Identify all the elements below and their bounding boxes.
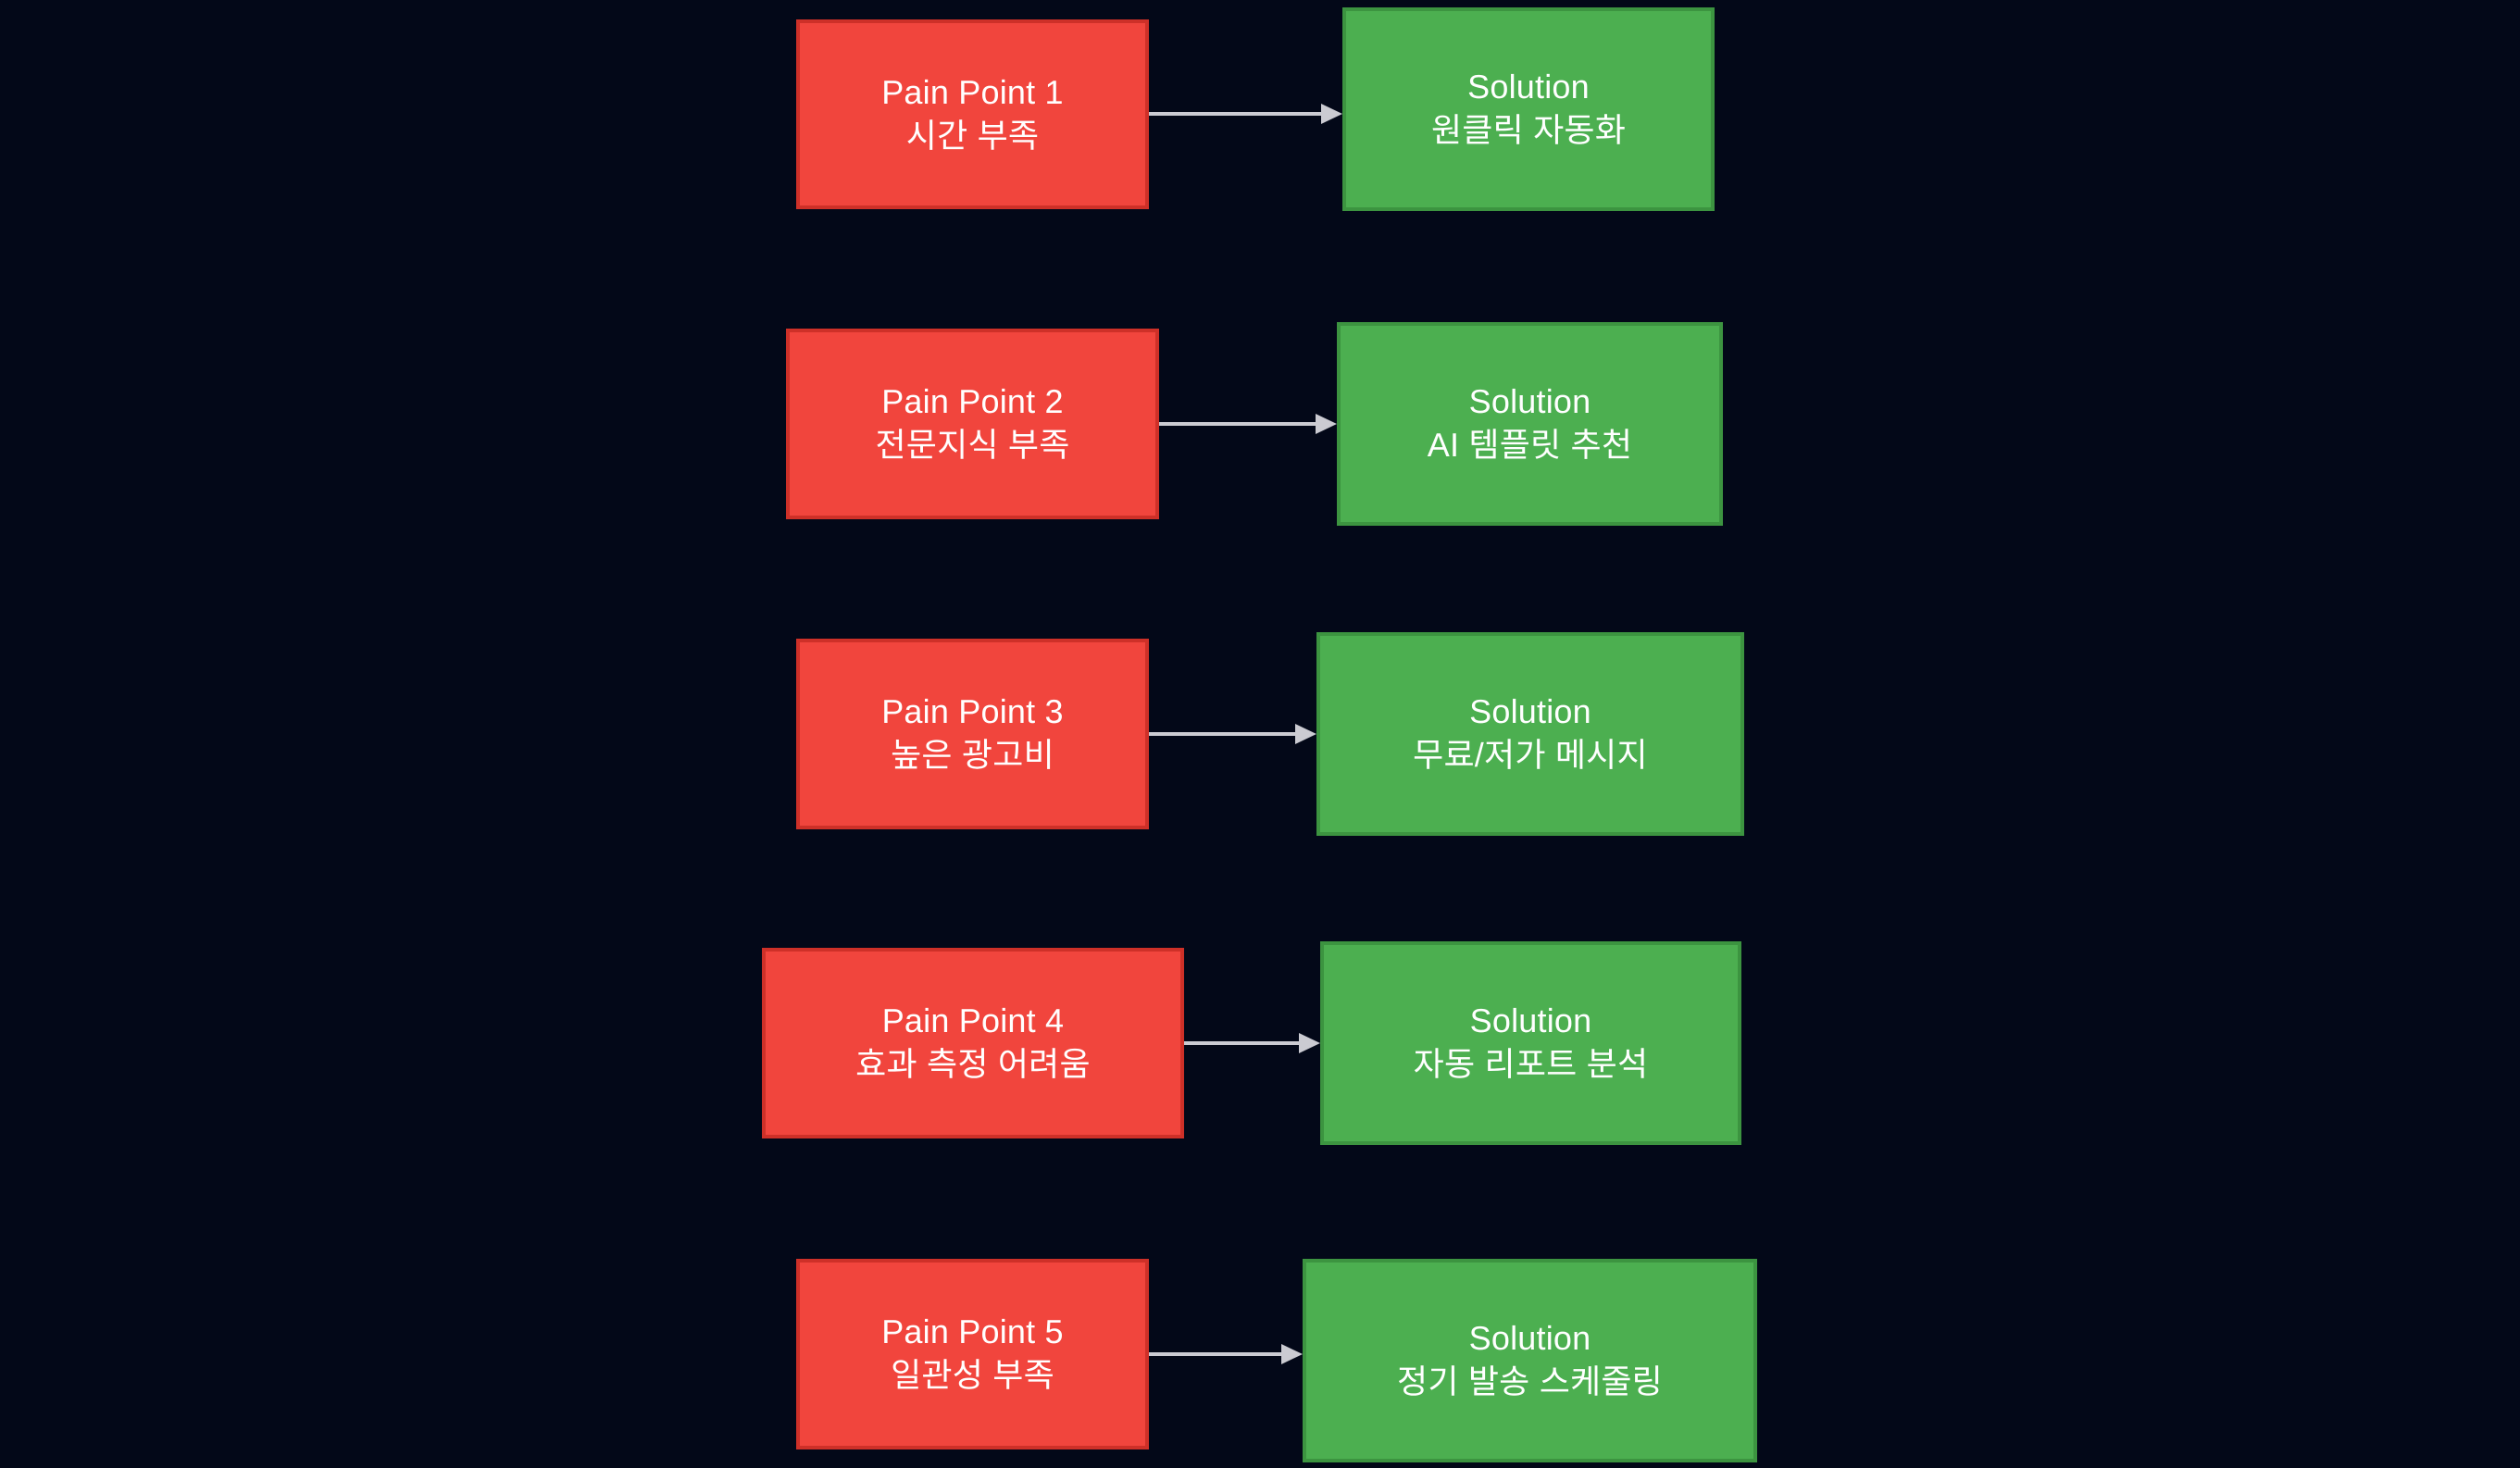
solution-node-5-detail: 정기 발송 스케줄링 bbox=[1397, 1362, 1663, 1400]
pain-point-node-1[interactable]: Pain Point 1 시간 부족 bbox=[796, 19, 1149, 209]
arrow-2-shaft bbox=[1159, 422, 1317, 426]
pain-point-node-3-title: Pain Point 3 bbox=[881, 692, 1064, 731]
solution-node-4-detail: 자동 리포트 분석 bbox=[1413, 1045, 1649, 1083]
pain-point-node-4[interactable]: Pain Point 4 효과 측정 어려움 bbox=[762, 948, 1184, 1138]
arrow-2-head bbox=[1316, 414, 1337, 434]
pain-point-node-5[interactable]: Pain Point 5 일관성 부족 bbox=[796, 1259, 1149, 1449]
pain-point-node-1-detail: 시간 부족 bbox=[905, 116, 1040, 155]
arrow-3-head bbox=[1295, 724, 1316, 744]
pain-point-node-5-detail: 일관성 부족 bbox=[891, 1356, 1054, 1394]
solution-node-3[interactable]: Solution 무료/저가 메시지 bbox=[1316, 632, 1744, 836]
solution-node-1[interactable]: Solution 원클릭 자동화 bbox=[1342, 7, 1715, 211]
solution-node-4[interactable]: Solution 자동 리포트 분석 bbox=[1320, 941, 1741, 1145]
solution-node-5-title: Solution bbox=[1468, 1319, 1591, 1358]
solution-node-2-title: Solution bbox=[1468, 382, 1591, 421]
pain-point-node-3-detail: 높은 광고비 bbox=[891, 736, 1054, 774]
arrow-5-head bbox=[1281, 1344, 1303, 1364]
solution-node-1-detail: 원클릭 자동화 bbox=[1430, 111, 1627, 149]
arrow-1-head bbox=[1321, 104, 1342, 124]
solution-node-2[interactable]: Solution AI 템플릿 추천 bbox=[1337, 322, 1723, 526]
arrow-5-shaft bbox=[1149, 1352, 1283, 1356]
solution-node-2-detail: AI 템플릿 추천 bbox=[1427, 426, 1633, 464]
pain-point-node-4-detail: 효과 측정 어려움 bbox=[855, 1045, 1091, 1083]
solution-node-3-title: Solution bbox=[1469, 692, 1591, 731]
pain-point-node-2-title: Pain Point 2 bbox=[881, 382, 1064, 421]
pain-point-node-2-detail: 전문지식 부족 bbox=[875, 426, 1070, 464]
arrow-4-shaft bbox=[1184, 1041, 1301, 1045]
solution-node-5[interactable]: Solution 정기 발송 스케줄링 bbox=[1303, 1259, 1757, 1462]
arrow-1-shaft bbox=[1149, 112, 1323, 116]
solution-node-3-detail: 무료/저가 메시지 bbox=[1413, 736, 1648, 774]
pain-point-node-2[interactable]: Pain Point 2 전문지식 부족 bbox=[786, 329, 1159, 519]
pain-point-node-3[interactable]: Pain Point 3 높은 광고비 bbox=[796, 639, 1149, 829]
pain-point-node-4-title: Pain Point 4 bbox=[881, 1001, 1065, 1040]
pain-point-node-1-title: Pain Point 1 bbox=[881, 72, 1064, 111]
solution-node-1-title: Solution bbox=[1467, 68, 1590, 106]
pain-point-node-5-title: Pain Point 5 bbox=[881, 1312, 1064, 1351]
solution-node-4-title: Solution bbox=[1469, 1001, 1592, 1040]
arrow-3-shaft bbox=[1149, 732, 1297, 736]
arrow-4-head bbox=[1299, 1033, 1320, 1053]
